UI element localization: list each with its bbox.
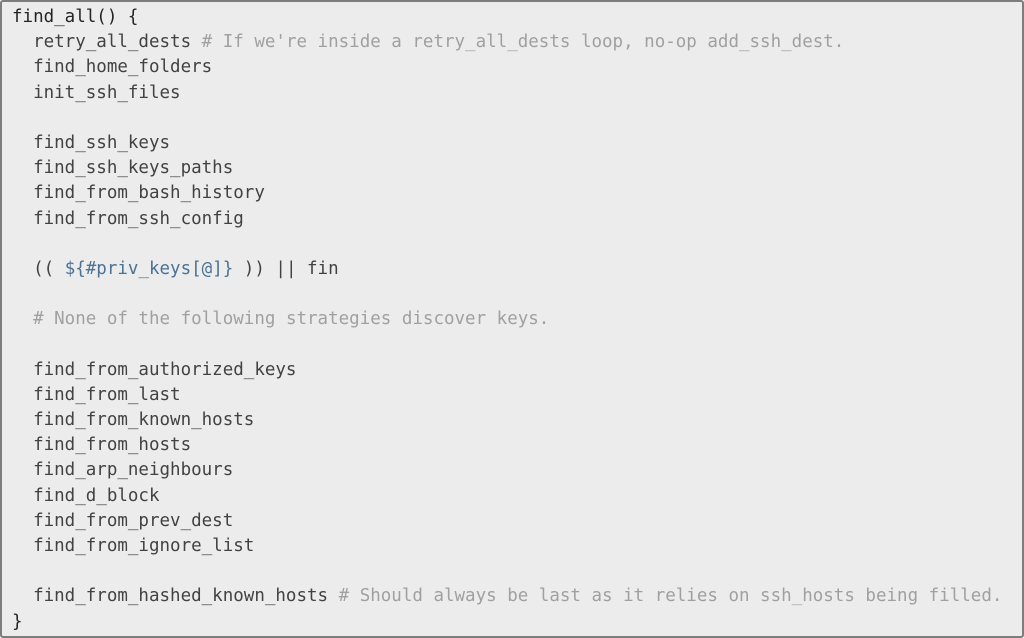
code-token-signature: find_all() {: [12, 7, 139, 27]
code-line: find_from_hosts: [12, 433, 1022, 458]
code-line: find_home_folders: [12, 55, 1022, 80]
code-token-code: find_home_folders: [12, 57, 213, 78]
code-token-code: find_from_ssh_config: [12, 208, 244, 229]
code-line: (( ${#priv_keys[@]} )) || fin: [12, 257, 1022, 282]
code-line: find_from_bash_history: [12, 181, 1022, 206]
code-token-code: )) || fin: [233, 258, 339, 279]
code-token-comment: # If we're inside a retry_all_dests loop…: [201, 32, 845, 53]
code-token-code: find_d_block: [12, 485, 160, 506]
code-line: find_ssh_keys_paths: [12, 156, 1022, 181]
code-line: [12, 332, 1022, 357]
code-token-variable: ${#priv_keys[@]}: [64, 258, 234, 279]
code-token-code: find_from_hosts: [12, 435, 192, 456]
code-token-code: find_from_prev_dest: [12, 510, 234, 531]
code-token-code: find_from_authorized_keys: [12, 359, 297, 380]
code-token-code: find_from_bash_history: [12, 183, 265, 204]
code-line: [12, 232, 1022, 257]
code-line: }: [12, 610, 1022, 635]
code-line: find_from_ssh_config: [12, 207, 1022, 232]
code-token-code: find_from_hashed_known_hosts: [12, 586, 339, 607]
code-line: find_from_known_hosts: [12, 408, 1022, 433]
code-line: [12, 282, 1022, 307]
code-token-code: find_from_ignore_list: [12, 535, 255, 556]
code-line: find_arp_neighbours: [12, 458, 1022, 483]
code-line: # None of the following strategies disco…: [12, 307, 1022, 332]
code-token-comment: # Should always be last as it relies on …: [338, 586, 1003, 607]
code-line: init_ssh_files: [12, 81, 1022, 106]
code-line: find_from_authorized_keys: [12, 358, 1022, 383]
code-token-code: ((: [12, 258, 65, 279]
code-line: find_from_last: [12, 383, 1022, 408]
code-token-code: find_ssh_keys_paths: [12, 158, 234, 179]
code-token-code: find_from_last: [12, 384, 181, 405]
code-line: find_all() {: [12, 5, 1022, 30]
code-line: find_from_ignore_list: [12, 534, 1022, 559]
code-token-code: find_ssh_keys: [12, 132, 171, 153]
code-line: find_from_hashed_known_hosts # Should al…: [12, 584, 1022, 609]
code-token-code: find_arp_neighbours: [12, 460, 234, 481]
code-line: find_d_block: [12, 484, 1022, 509]
code-line: find_from_prev_dest: [12, 509, 1022, 534]
code-line: [12, 559, 1022, 584]
code-token-code: init_ssh_files: [12, 82, 181, 103]
code-token-code: retry_all_dests: [12, 32, 202, 53]
code-line: retry_all_dests # If we're inside a retr…: [12, 30, 1022, 55]
code-line: [12, 106, 1022, 131]
code-line: find_ssh_keys: [12, 131, 1022, 156]
code-token-signature: }: [12, 611, 23, 632]
code-token-comment: # None of the following strategies disco…: [33, 309, 550, 330]
code-token-code: find_from_known_hosts: [12, 410, 255, 430]
code-token-code: [12, 309, 33, 329]
